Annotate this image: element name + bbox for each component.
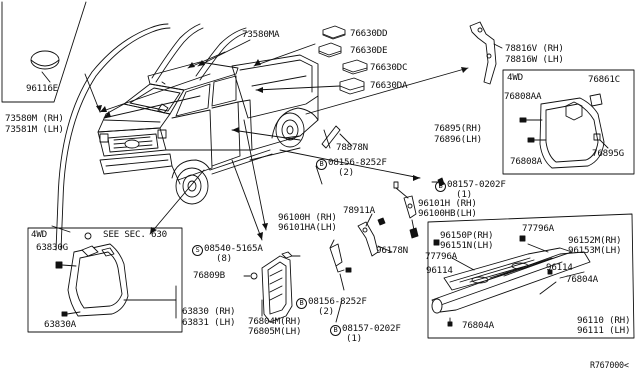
part-96178N: 96178N bbox=[376, 245, 408, 256]
part-77796A-left: 77796A bbox=[425, 251, 457, 262]
bolt-b-symbol: B bbox=[435, 181, 446, 192]
part-78816V: 78816V (RH) bbox=[505, 43, 564, 54]
part-76630DA: 76630DA bbox=[370, 80, 408, 91]
part-08157-top-text: 08157-0202F bbox=[447, 179, 506, 190]
qty-08540: (8) bbox=[216, 253, 232, 264]
part-78911A: 78911A bbox=[343, 205, 375, 216]
part-76804A-right: 76804A bbox=[566, 274, 598, 285]
part-96114-right: 96114 bbox=[546, 262, 573, 273]
part-77796A-top: 77796A bbox=[522, 223, 554, 234]
running-board-box bbox=[427, 213, 635, 339]
qty-08157-bot: (1) bbox=[346, 333, 362, 344]
mudguard-box-right bbox=[502, 69, 635, 175]
part-76809B: 76809B bbox=[193, 270, 225, 281]
label-4wd-right: 4WD bbox=[507, 72, 523, 83]
part-96111: 96111 (LH) bbox=[577, 325, 631, 336]
emblem-parts bbox=[318, 25, 368, 95]
screw-s-symbol: S bbox=[192, 245, 203, 256]
part-96151N: 96151N(LH) bbox=[440, 240, 494, 251]
bracket-78816 bbox=[469, 21, 503, 85]
part-76895G: 76895G bbox=[592, 148, 624, 159]
part-76861C: 76861C bbox=[588, 74, 620, 85]
mudguard-box-left bbox=[27, 227, 183, 333]
clip-inset bbox=[1, 1, 87, 103]
part-96100H: 96100H (RH) bbox=[278, 212, 337, 223]
part-76808A: 76808A bbox=[510, 156, 542, 167]
label-leaders bbox=[41, 71, 323, 319]
side-step-76804M bbox=[261, 255, 293, 323]
part-96110: 96110 (RH) bbox=[577, 315, 631, 326]
part-96100HB: 96100HB(LH) bbox=[418, 208, 477, 219]
part-96101HA: 96101HA(LH) bbox=[278, 222, 337, 233]
truck-body bbox=[97, 54, 319, 205]
qty-08156-bot: (2) bbox=[318, 306, 334, 317]
part-96101H: 96101H (RH) bbox=[418, 198, 477, 209]
part-76630DD: 76630DD bbox=[350, 28, 388, 39]
part-96153M: 96153M(LH) bbox=[568, 245, 622, 256]
part-73581M: 73581M (LH) bbox=[5, 124, 64, 135]
qty-08156-top: (2) bbox=[338, 167, 354, 178]
part-96116E: 96116E bbox=[26, 83, 58, 94]
bolt-b-symbol: B bbox=[296, 298, 307, 309]
part-96152M: 96152M(RH) bbox=[568, 235, 622, 246]
part-08156-top-text: 08156-8252F bbox=[328, 157, 387, 168]
part-63830G: 63830G bbox=[36, 242, 68, 253]
see-section-630: SEE SEC. 630 bbox=[103, 229, 167, 240]
part-76804A-bottom: 76804A bbox=[462, 320, 494, 331]
part-63830: 63830 (RH) bbox=[182, 306, 236, 317]
bracket-78911A bbox=[357, 213, 393, 257]
clip-parts bbox=[243, 239, 352, 323]
part-76895: 76895(RH) bbox=[434, 123, 482, 134]
part-96150P: 96150P(RH) bbox=[440, 230, 494, 241]
bolt-b-symbol: B bbox=[330, 325, 341, 336]
bolt-b-symbol: B bbox=[316, 159, 327, 170]
part-63830A: 63830A bbox=[44, 319, 76, 330]
drip-molding-parts bbox=[55, 23, 249, 251]
part-76808AA: 76808AA bbox=[504, 91, 542, 102]
qty-08157-top: (1) bbox=[456, 189, 472, 200]
part-78816W: 78816W (LH) bbox=[505, 54, 564, 65]
part-73580MA: 73580MA bbox=[242, 29, 280, 40]
part-76804M: 76804M(RH) bbox=[248, 316, 302, 327]
part-08540-text: 08540-5165A bbox=[204, 243, 263, 254]
part-76805M: 76805M(LH) bbox=[248, 326, 302, 337]
arrow-heads bbox=[96, 59, 468, 240]
label-4wd-left: 4WD bbox=[31, 229, 47, 240]
strip-78878N bbox=[321, 125, 353, 149]
part-63831: 63831 (LH) bbox=[182, 317, 236, 328]
diagram-code: R767000< bbox=[590, 360, 629, 370]
part-73580M: 73580M (RH) bbox=[5, 113, 64, 124]
part-96114-left: 96114 bbox=[426, 265, 453, 276]
part-76630DC: 76630DC bbox=[370, 62, 408, 73]
leader-lines bbox=[84, 39, 469, 241]
part-78878N: 78878N bbox=[336, 142, 368, 153]
part-76630DE: 76630DE bbox=[350, 45, 388, 56]
part-08156-bot-text: 08156-8252F bbox=[308, 296, 367, 307]
part-08157-bot-text: 08157-0202F bbox=[342, 323, 401, 334]
part-76896: 76896(LH) bbox=[434, 134, 482, 145]
